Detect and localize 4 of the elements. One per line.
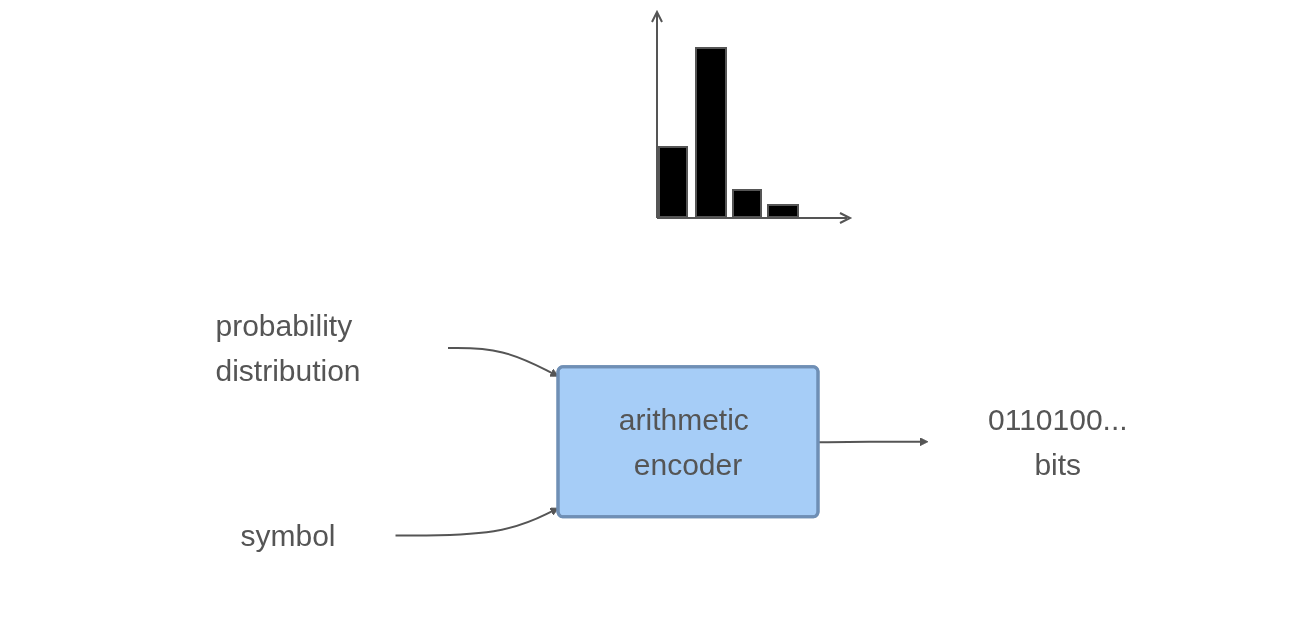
arrow	[394, 507, 560, 536]
node-text: probability distribution	[215, 308, 361, 387]
node-text: symbol	[240, 518, 336, 552]
node-text: 0110100... bits	[988, 402, 1128, 481]
